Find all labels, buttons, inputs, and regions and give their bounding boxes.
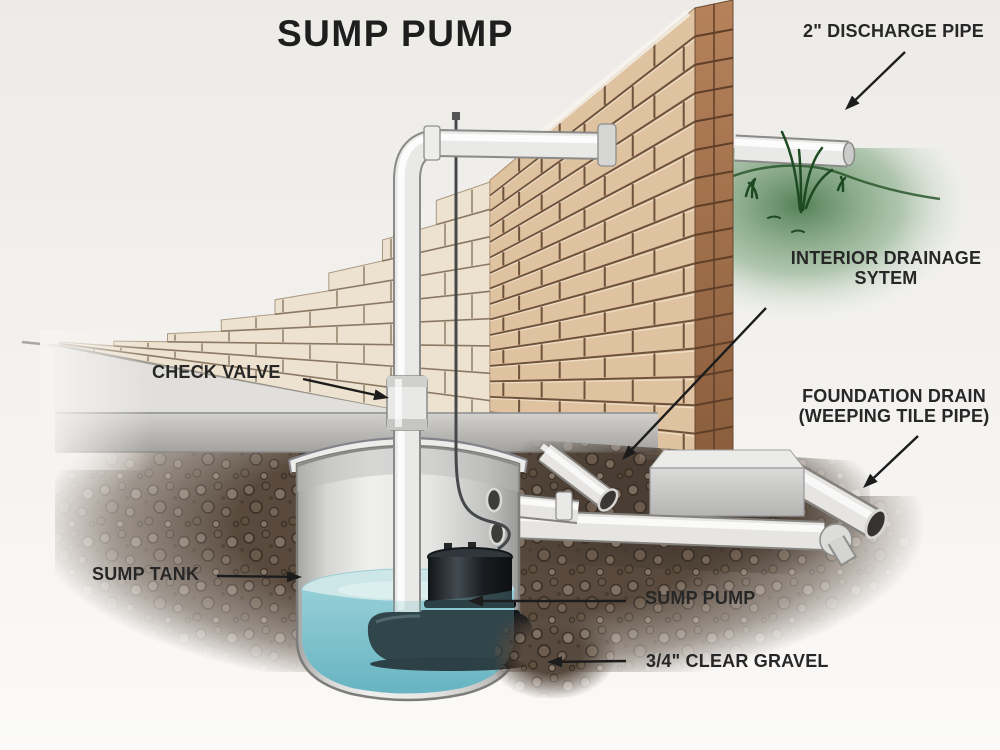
- arrow-discharge-pipe: [845, 51, 906, 110]
- grass-tufts: [744, 130, 847, 233]
- label-foundation-drain: FOUNDATION DRAIN (WEEPING TILE PIPE): [788, 386, 1000, 427]
- arrow-sump-tank: [216, 571, 302, 583]
- sump-pump-unit: [367, 542, 533, 671]
- arrow-foundation-drain: [863, 435, 919, 488]
- arrow-clear-gravel: [547, 656, 627, 668]
- cord-cap: [452, 112, 460, 120]
- clear-gravel: [495, 608, 615, 698]
- arrow-interior-drainage: [622, 307, 767, 460]
- label-foundation-drain-line1: FOUNDATION DRAIN: [802, 386, 986, 406]
- check-valve: [386, 375, 428, 431]
- arrow-check-valve: [302, 377, 389, 401]
- brick-wall-main: [489, 6, 696, 463]
- wall-corner-edge: [694, 0, 734, 463]
- diagram-title: SUMP PUMP: [277, 13, 514, 54]
- label-discharge-pipe: 2" DISCHARGE PIPE: [803, 21, 984, 41]
- power-cord: [454, 120, 511, 551]
- arrow-sump-pump: [468, 595, 626, 607]
- drain-collector-pipe: [511, 509, 858, 567]
- arrows: [216, 51, 919, 668]
- label-sump-pump: SUMP PUMP: [645, 588, 756, 608]
- foundation-footing: [648, 449, 806, 517]
- wall-top-highlight: [530, 10, 691, 144]
- label-foundation-drain-line2: (WEEPING TILE PIPE): [798, 405, 990, 426]
- label-interior-drainage: INTERIOR DRAINAGE SYTEM: [786, 248, 986, 289]
- label-check-valve: CHECK VALVE: [152, 362, 281, 382]
- water-front: [302, 590, 514, 694]
- label-interior-drainage-line1: INTERIOR DRAINAGE: [790, 248, 982, 268]
- tank-inlet-holes: [485, 487, 506, 546]
- label-interior-drainage-line2: SYTEM: [854, 267, 918, 288]
- grass: [732, 148, 973, 338]
- label-clear-gravel: 3/4" CLEAR GRAVEL: [646, 651, 829, 671]
- label-sump-tank: SUMP TANK: [92, 564, 200, 584]
